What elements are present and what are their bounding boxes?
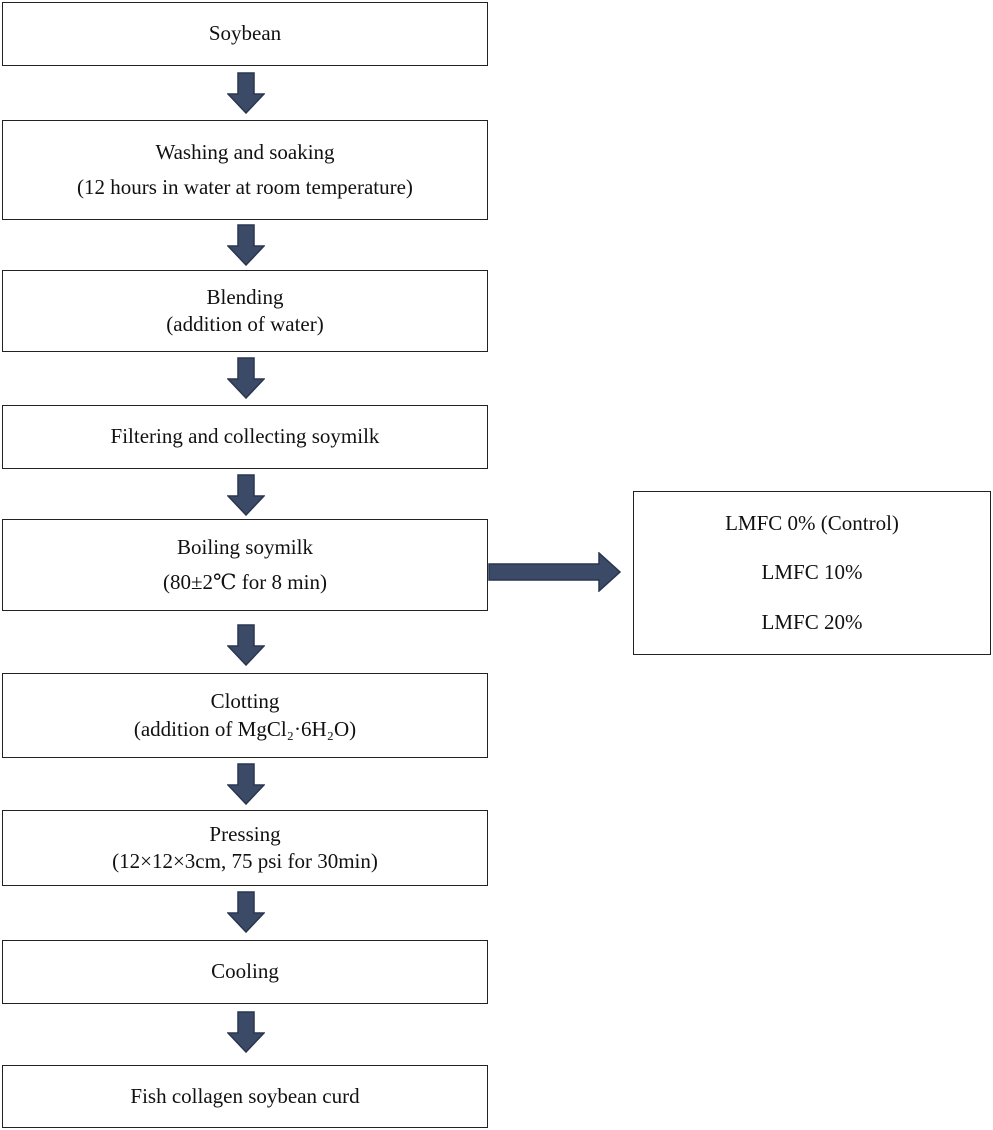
down-arrow-icon	[227, 224, 265, 266]
down-arrow-icon	[227, 72, 265, 114]
step-cooling: Cooling	[2, 940, 488, 1004]
step-soybean: Soybean	[2, 2, 488, 66]
step-title: Fish collagen soybean curd	[130, 1083, 360, 1108]
treatment-box: LMFC 0% (Control) LMFC 10% LMFC 20%	[633, 491, 991, 655]
step-title: Pressing	[209, 821, 281, 846]
step-title: Boiling soymilk	[177, 534, 313, 559]
down-arrow-icon	[227, 357, 265, 399]
step-title: Soybean	[208, 21, 282, 46]
step-final-product: Fish collagen soybean curd	[2, 1065, 488, 1128]
down-arrow-icon	[227, 763, 265, 805]
step-filtering: Filtering and collecting soymilk	[2, 405, 488, 469]
step-title: Filtering and collecting soymilk	[110, 424, 380, 449]
step-washing-soaking: Washing and soaking (12 hours in water a…	[2, 120, 488, 220]
right-arrow-icon	[488, 552, 622, 592]
treatment-20: LMFC 20%	[761, 609, 863, 634]
down-arrow-icon	[227, 1011, 265, 1053]
step-boiling: Boiling soymilk (80±2℃ for 8 min)	[2, 519, 488, 611]
step-pressing: Pressing (12×12×3cm, 75 psi for 30min)	[2, 810, 488, 886]
step-title: Washing and soaking	[155, 139, 335, 164]
down-arrow-icon	[227, 891, 265, 933]
step-detail: (12×12×3cm, 75 psi for 30min)	[112, 849, 378, 873]
step-detail: (12 hours in water at room temperature)	[77, 175, 413, 199]
step-detail: (addition of water)	[166, 312, 324, 336]
step-title: Clotting	[210, 689, 280, 714]
treatment-10: LMFC 10%	[761, 560, 863, 585]
treatment-control: LMFC 0% (Control)	[725, 511, 899, 536]
step-clotting: Clotting (addition of MgCl₂·6H₂O)	[2, 673, 488, 758]
step-blending: Blending (addition of water)	[2, 270, 488, 352]
step-title: Cooling	[211, 959, 279, 984]
down-arrow-icon	[227, 474, 265, 516]
down-arrow-icon	[227, 624, 265, 666]
step-detail: (addition of MgCl₂·6H₂O)	[133, 716, 357, 741]
step-title: Blending	[206, 284, 284, 309]
step-detail: (80±2℃ for 8 min)	[163, 570, 327, 594]
